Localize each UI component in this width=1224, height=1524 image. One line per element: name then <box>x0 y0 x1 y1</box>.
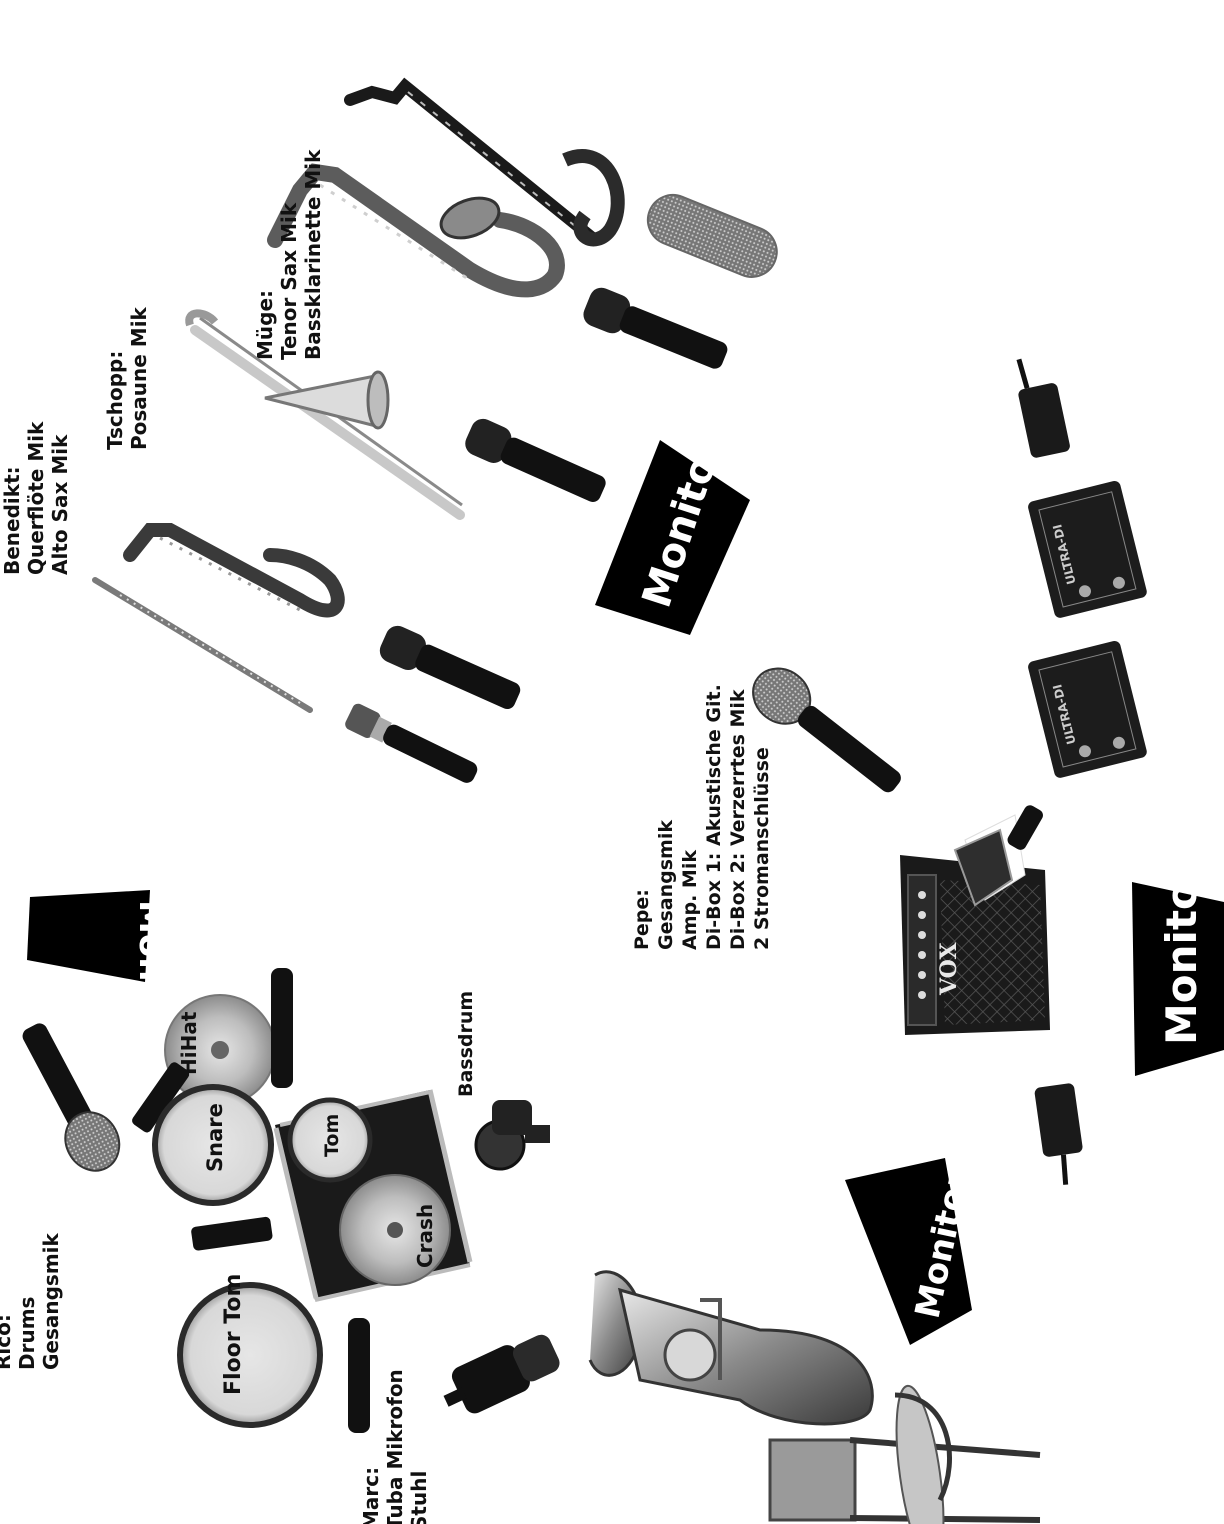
monitor-wedge-drums: Monitor <box>27 890 171 1050</box>
pepe-item-2: Amp. Mik <box>679 850 701 950</box>
mage-label: Müge: Tenor Sax Mik Bassklarinette Mik <box>253 149 325 360</box>
monitor-wedge-right: Monitor <box>1132 860 1224 1076</box>
benedikt-item-1: Querflöte Mik <box>24 421 48 575</box>
di-box-1-icon: ULTRA-DI <box>1027 480 1148 619</box>
snare-label: Snare <box>203 1103 227 1172</box>
bassdrum-mic-icon <box>476 1100 550 1169</box>
hihat-label: HiHat <box>177 1011 201 1075</box>
monitor-wedge-bottom: Monitor <box>845 1158 978 1345</box>
benedikt-name: Benedikt: <box>0 466 24 575</box>
rico-item-2: Gesangsmik <box>39 1232 63 1370</box>
marc-item-2: Stuhl <box>407 1471 431 1524</box>
floor-tom-mic-icon <box>348 1318 370 1433</box>
tom-drum: Tom <box>290 1100 370 1180</box>
mage-name: Müge: <box>253 290 277 360</box>
mage-item-1: Tenor Sax Mik <box>277 202 301 360</box>
pepe-label: Pepe: Gesangsmik Amp. Mik Di-Box 1: Akus… <box>631 684 773 950</box>
pepe-item-3: Di-Box 1: Akustische Git. <box>703 684 725 950</box>
ribbon-mic-icon <box>640 187 784 284</box>
pepe-item-1: Gesangsmik <box>655 820 677 950</box>
hihat-mic-icon <box>271 968 293 1088</box>
crash-cymbal: Crash <box>340 1175 450 1285</box>
floor-tom-drum: Floor Tom <box>180 1274 320 1425</box>
snare-drum: Snare <box>155 1087 271 1203</box>
rico-item-1: Drums <box>15 1297 39 1370</box>
monitor-label-drums: Monitor <box>131 900 171 1050</box>
floor-tom-label: Floor Tom <box>221 1274 246 1395</box>
mage-item-2: Bassklarinette Mik <box>301 149 325 360</box>
pepe-item-4: Di-Box 2: Verzerrtes Mik <box>727 689 749 950</box>
dynamic-mic-icon <box>580 284 732 377</box>
trombone-icon <box>189 313 462 515</box>
amp-brand-logo: VOX <box>936 942 962 996</box>
power-plug-2-icon <box>1034 1083 1088 1188</box>
alto-sax-mic-icon <box>376 622 525 716</box>
tschopp-label: Tschopp: Posaune Mik <box>103 306 151 450</box>
clip-mic-2-icon <box>191 1216 274 1251</box>
rico-name: Rico: <box>0 1314 15 1370</box>
tschopp-item-1: Posaune Mik <box>127 306 151 450</box>
benedikt-label: Benedikt: Querflöte Mik Alto Sax Mik <box>0 421 72 575</box>
flute-mic-icon <box>343 702 481 789</box>
tschopp-name: Tschopp: <box>103 351 127 450</box>
tuba-icon <box>590 1272 872 1424</box>
alto-sax-icon <box>130 530 338 610</box>
monitor-label-right: Monitor <box>1157 860 1206 1045</box>
benedikt-item-2: Alto Sax Mik <box>48 434 72 575</box>
pepe-name: Pepe: <box>631 889 653 950</box>
marc-name: Marc: <box>359 1467 383 1524</box>
monitor-wedge-center: Monitor <box>595 431 750 635</box>
posaune-mic-icon <box>461 415 610 509</box>
marc-item-1: Tuba Mikrofon <box>383 1369 407 1524</box>
bassdrum-label: Bassdrum <box>455 991 477 1097</box>
tom-label: Tom <box>321 1114 343 1157</box>
rico-label: Rico: Drums Gesangsmik <box>0 1232 63 1370</box>
tuba-mic-icon <box>435 1327 565 1423</box>
power-plug-1-icon <box>1011 353 1071 459</box>
crash-label: Crash <box>413 1204 437 1268</box>
pepe-item-5: 2 Stromanschlüsse <box>751 747 773 950</box>
di-box-2-icon: ULTRA-DI <box>1027 640 1148 779</box>
vocal-mic-rico-icon <box>8 1014 129 1180</box>
